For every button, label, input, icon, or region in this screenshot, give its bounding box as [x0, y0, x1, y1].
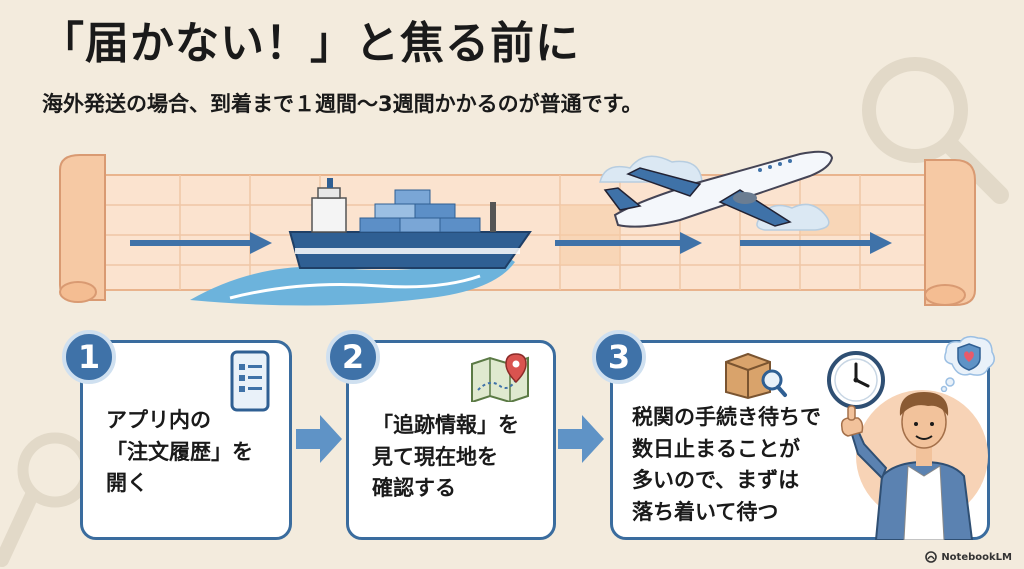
- footer-brand-text: NotebookLM: [941, 551, 1012, 563]
- footer-brand: NotebookLM: [925, 551, 1012, 563]
- magnifier-icon: [0, 432, 90, 567]
- page-subtitle: 海外発送の場合、到着まで１週間〜3週間かかるのが普通です。: [42, 92, 643, 116]
- map-pin-icon: [471, 353, 529, 402]
- shield-heart-icon: [940, 335, 995, 392]
- page-title: 「届かない！」と焦る前に: [40, 18, 580, 69]
- magnifier-icon: [862, 57, 1009, 204]
- step-text-2: 「追跡情報」を 見て現在地を 確認する: [372, 413, 519, 500]
- notebooklm-logo-icon: [925, 551, 938, 563]
- clock-icon: [827, 351, 885, 409]
- shipping-route-banner: [59, 150, 976, 306]
- step-text-3: 税関の手続き待ちで 数日止まることが 多いので、まずは 落ち着いて待つ: [632, 405, 821, 524]
- step-number-badge: 1: [62, 330, 116, 384]
- package-icon: [725, 352, 787, 400]
- step-number-badge: 2: [326, 330, 380, 384]
- arrow-right-icon: [296, 415, 342, 463]
- arrow-right-icon: [558, 415, 604, 463]
- smartphone-icon: [230, 350, 270, 412]
- arrow-right-icon: [130, 232, 272, 254]
- person-illustration: [840, 390, 988, 540]
- airplane-icon: [603, 150, 834, 228]
- ship-icon: [288, 178, 532, 269]
- step-text-1: アプリ内の 「注文履歴」を 開く: [106, 408, 253, 495]
- step-number-badge: 3: [592, 330, 646, 384]
